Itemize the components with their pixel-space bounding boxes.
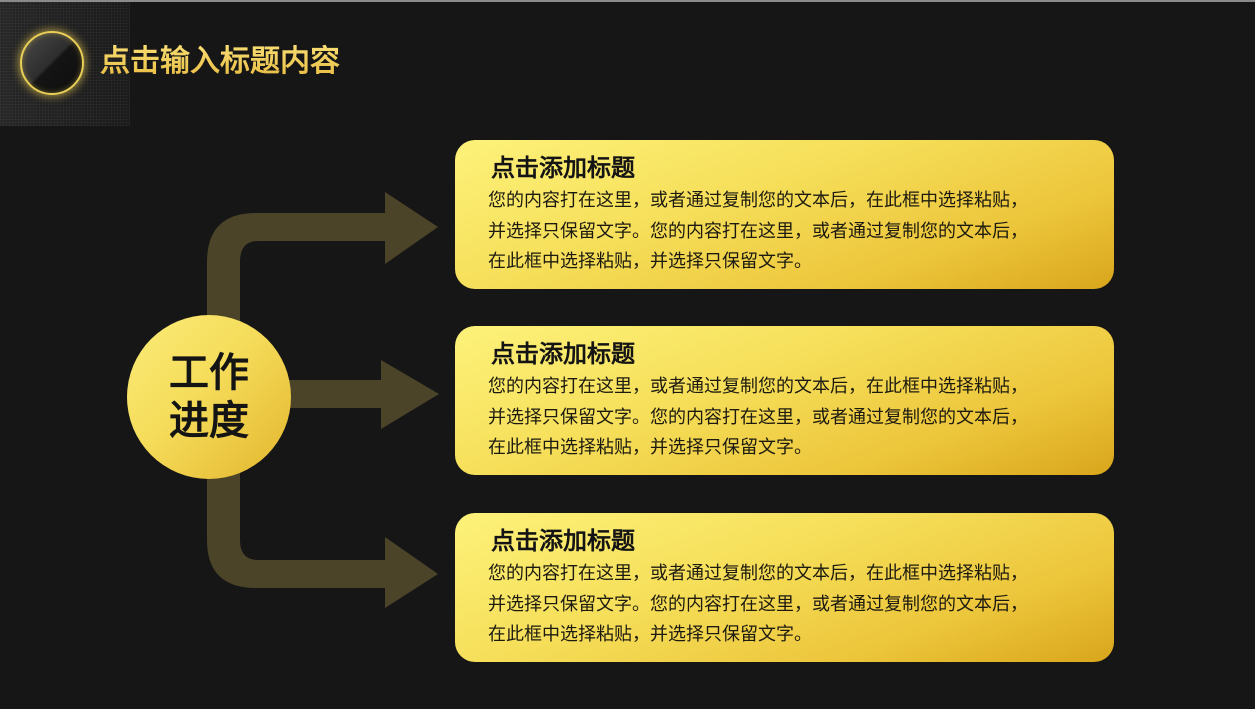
- card-body-line: 您的内容打在这里，或者通过复制您的文本后，在此框中选择粘贴，: [488, 563, 1028, 584]
- trunk-connector: [207, 213, 386, 588]
- card-body-line: 您的内容打在这里，或者通过复制您的文本后，在此框中选择粘贴，: [488, 376, 1028, 397]
- card-body-line: 在此框中选择粘贴，并选择只保留文字。: [488, 437, 812, 458]
- card-body-line: 并选择只保留文字。您的内容打在这里，或者通过复制您的文本后，: [488, 220, 1028, 242]
- card-title[interactable]: 点击添加标题: [491, 527, 635, 555]
- card-body-line: 并选择只保留文字。您的内容打在这里，或者通过复制您的文本后，: [488, 406, 1028, 428]
- card-1[interactable]: 点击添加标题 您的内容打在这里，或者通过复制您的文本后，在此框中选择粘贴， 并选…: [455, 140, 1114, 289]
- card-body-line: 在此框中选择粘贴，并选择只保留文字。: [488, 624, 812, 645]
- arrow-head-middle-icon: [381, 360, 439, 429]
- card-body-line: 在此框中选择粘贴，并选择只保留文字。: [488, 251, 812, 272]
- hub-circle[interactable]: 工作 进度: [127, 315, 291, 479]
- hub-label-line2: 进度: [169, 398, 249, 444]
- page-title[interactable]: 点击输入标题内容: [100, 40, 340, 84]
- card-body[interactable]: 您的内容打在这里，或者通过复制您的文本后，在此框中选择粘贴， 并选择只保留文字。…: [488, 372, 1082, 464]
- card-2[interactable]: 点击添加标题 您的内容打在这里，或者通过复制您的文本后，在此框中选择粘贴， 并选…: [455, 326, 1114, 475]
- card-3[interactable]: 点击添加标题 您的内容打在这里，或者通过复制您的文本后，在此框中选择粘贴， 并选…: [455, 513, 1114, 662]
- card-title[interactable]: 点击添加标题: [491, 154, 635, 182]
- card-body-line: 您的内容打在这里，或者通过复制您的文本后，在此框中选择粘贴，: [488, 190, 1028, 211]
- hub-label-line1: 工作: [169, 350, 249, 396]
- card-title[interactable]: 点击添加标题: [491, 340, 635, 368]
- arrow-head-bottom-icon: [385, 537, 438, 608]
- golden-eclipse-ring-icon: [20, 31, 84, 95]
- arrow-head-top-icon: [385, 192, 438, 264]
- arrow-shaft-middle: [285, 380, 383, 408]
- card-body[interactable]: 您的内容打在这里，或者通过复制您的文本后，在此框中选择粘贴， 并选择只保留文字。…: [488, 186, 1082, 278]
- card-body[interactable]: 您的内容打在这里，或者通过复制您的文本后，在此框中选择粘贴， 并选择只保留文字。…: [488, 559, 1082, 651]
- card-body-line: 并选择只保留文字。您的内容打在这里，或者通过复制您的文本后，: [488, 593, 1028, 615]
- top-border: [0, 0, 1255, 2]
